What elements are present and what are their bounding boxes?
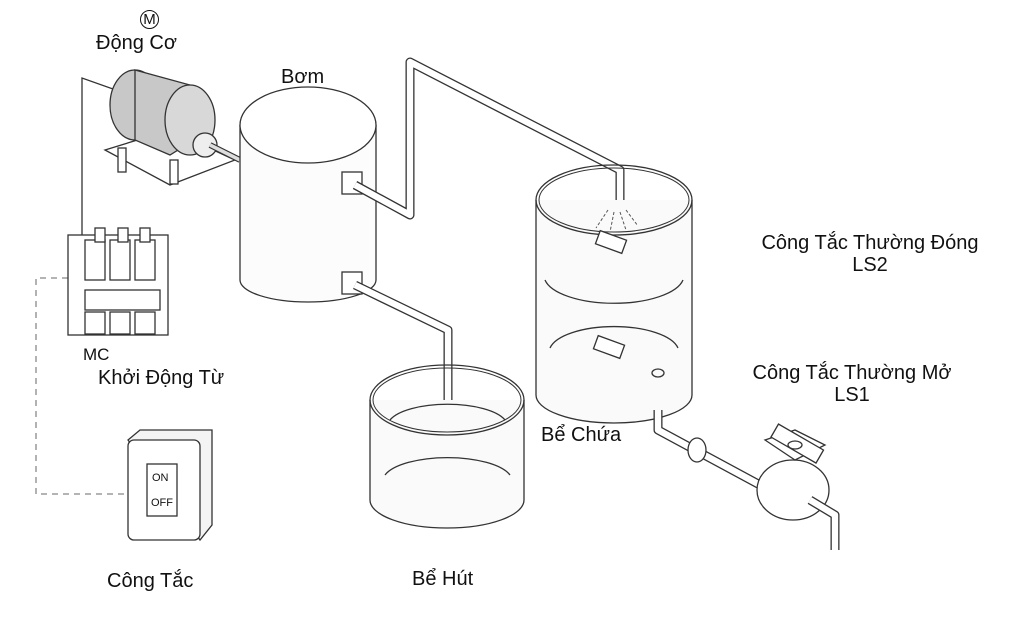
switch-off-label: OFF xyxy=(151,497,173,509)
discharge-pipe xyxy=(352,57,625,220)
pump-label: Bơm xyxy=(281,66,325,88)
storage-tank-label: Bể Chứa xyxy=(541,424,622,446)
nc-switch-code: LS2 xyxy=(852,254,888,276)
nc-switch-label: Công Tắc Thường Đóng LS2 xyxy=(720,232,1020,276)
magnetic-contactor xyxy=(67,227,169,336)
suction-tank xyxy=(369,364,525,529)
suction-tank-label: Bể Hút xyxy=(412,568,474,590)
switch-on-label: ON xyxy=(152,472,169,484)
no-switch-code: LS1 xyxy=(834,384,870,406)
outlet-valve xyxy=(653,410,840,550)
switch-box xyxy=(127,429,213,542)
motor xyxy=(103,69,242,186)
nc-switch-name: Công Tắc Thường Đóng xyxy=(761,232,979,254)
storage-tank xyxy=(535,164,693,424)
no-switch-name: Công Tắc Thường Mở xyxy=(752,362,952,384)
contactor-code-label: MC xyxy=(83,345,110,364)
no-switch-label: Công Tắc Thường Mở LS1 xyxy=(712,362,992,406)
pump xyxy=(239,86,377,303)
motor-label: Động Cơ xyxy=(96,32,177,54)
contactor-label: Khởi Động Từ xyxy=(98,367,225,389)
control-wire-dashed xyxy=(35,277,128,495)
switch-label: Công Tắc xyxy=(107,570,194,592)
motor-symbol: M xyxy=(140,10,159,29)
